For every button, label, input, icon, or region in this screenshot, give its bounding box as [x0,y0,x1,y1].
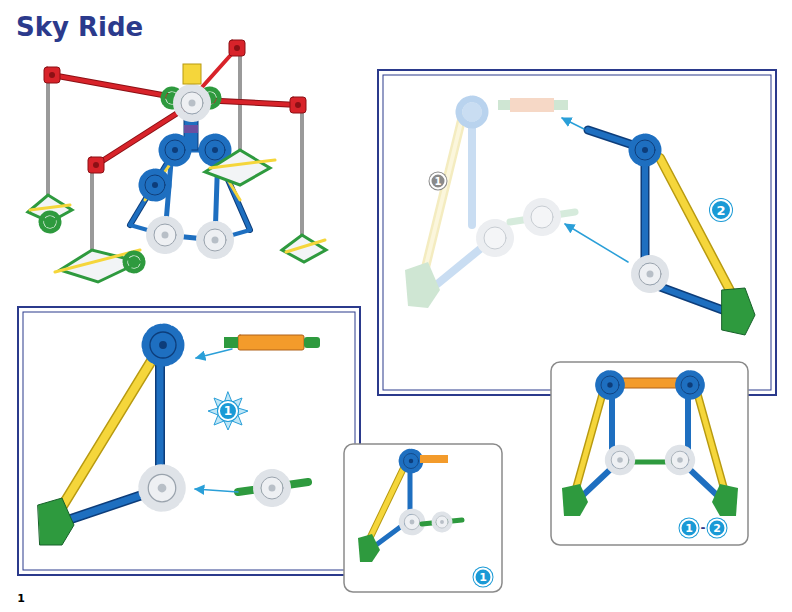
step-1-result [408,468,413,515]
step-1-piece [143,469,181,507]
step-panel [23,312,355,570]
step-2-piece [660,158,735,300]
step-panel [378,70,776,395]
faded-assembly [430,245,485,290]
sky-ride-model [184,125,198,133]
step-1-piece [155,360,165,472]
faded-assembly [405,262,440,308]
faded-assembly [422,118,462,282]
step-2-piece [562,118,755,335]
sky-ride-model [88,157,104,173]
step-2-piece [660,158,735,300]
step-1-2-result [609,395,615,452]
step-1-result [434,514,451,531]
faded-assembly [405,98,575,308]
step-range-dash: - [701,522,706,534]
step-1-piece [62,494,145,522]
step-1-2-result [562,373,738,516]
step-2-piece [722,288,755,335]
sky-ride-model [229,40,245,56]
callout-star [208,392,248,430]
step-1-result [402,512,423,533]
faded-assembly [459,99,485,125]
faded-assembly [554,100,568,110]
step-1-2-result [562,484,588,516]
step-1-result [420,455,448,463]
step-1-piece [62,494,145,522]
step-panel [18,307,360,575]
page-title: Sky Ride [16,12,143,42]
step-1-result [401,451,421,471]
step-1-2-result [712,484,738,516]
faded-assembly [527,202,557,232]
step-2-piece [565,224,628,262]
step-1-2-result [685,395,691,452]
callout-number: 2 [708,519,727,538]
faded-assembly [510,98,554,112]
sky-ride-model [290,97,306,113]
step-1-result [358,534,380,562]
step-2-piece [588,130,636,146]
result-box [551,362,748,545]
step-2-piece [655,285,728,312]
faded-assembly [498,100,510,110]
step-1-piece [196,349,232,358]
step-1-piece [195,489,238,492]
sky-ride-model [46,80,50,195]
faded-assembly [480,223,510,253]
callout-number: 1 [430,173,447,190]
step-2-piece [635,259,665,289]
sky-ride-model [200,225,230,255]
page-number: 1 [17,593,25,604]
step-1-2-result [598,373,621,396]
faded-assembly [468,125,476,225]
step-1-piece [304,337,320,348]
step-2-piece [562,118,584,129]
sky-ride-model [150,220,180,250]
sky-ride-model [183,64,201,84]
step-1-2-result [678,373,701,396]
step-panel [383,75,771,390]
step-1-piece [257,473,287,503]
sky-ride-model [90,170,94,250]
step-1-piece [38,498,74,545]
faded-assembly [422,118,462,282]
sky-ride-model [125,253,143,271]
step-panel [378,70,776,395]
sky-ride-model [177,88,207,118]
step-2-piece [641,165,650,262]
callout-number: 1 [680,519,699,538]
step-1-piece [157,360,164,472]
step-1-2-result [668,448,692,472]
sky-ride-model [28,40,326,282]
step-1-2-result [608,448,632,472]
sky-ride-model [210,160,275,168]
sky-ride-model [30,205,70,210]
result-box [344,444,502,592]
step-1-2-result [620,378,680,388]
step-1-piece [146,328,180,362]
step-1-piece [238,335,304,350]
callout-number: 1 [474,568,493,587]
step-2-piece [642,165,648,262]
sky-ride-model [96,105,190,165]
step-1-result [358,451,462,562]
sky-ride-model [162,137,188,163]
sky-ride-model [96,105,190,165]
step-1-piece [224,337,238,348]
step-2-piece [588,130,636,146]
callout-number: 1 [218,401,238,421]
sky-ride-model [300,110,304,235]
step-panel [18,307,360,575]
sky-ride-model [142,172,168,198]
sky-ride-model [286,240,325,252]
sky-ride-model [41,213,59,231]
step-2-piece [632,137,658,163]
step-1-piece [38,328,320,545]
sky-ride-model [282,235,326,262]
step-2-piece [655,285,728,312]
sky-ride-model [44,67,60,83]
callout-number: 2 [710,199,732,221]
